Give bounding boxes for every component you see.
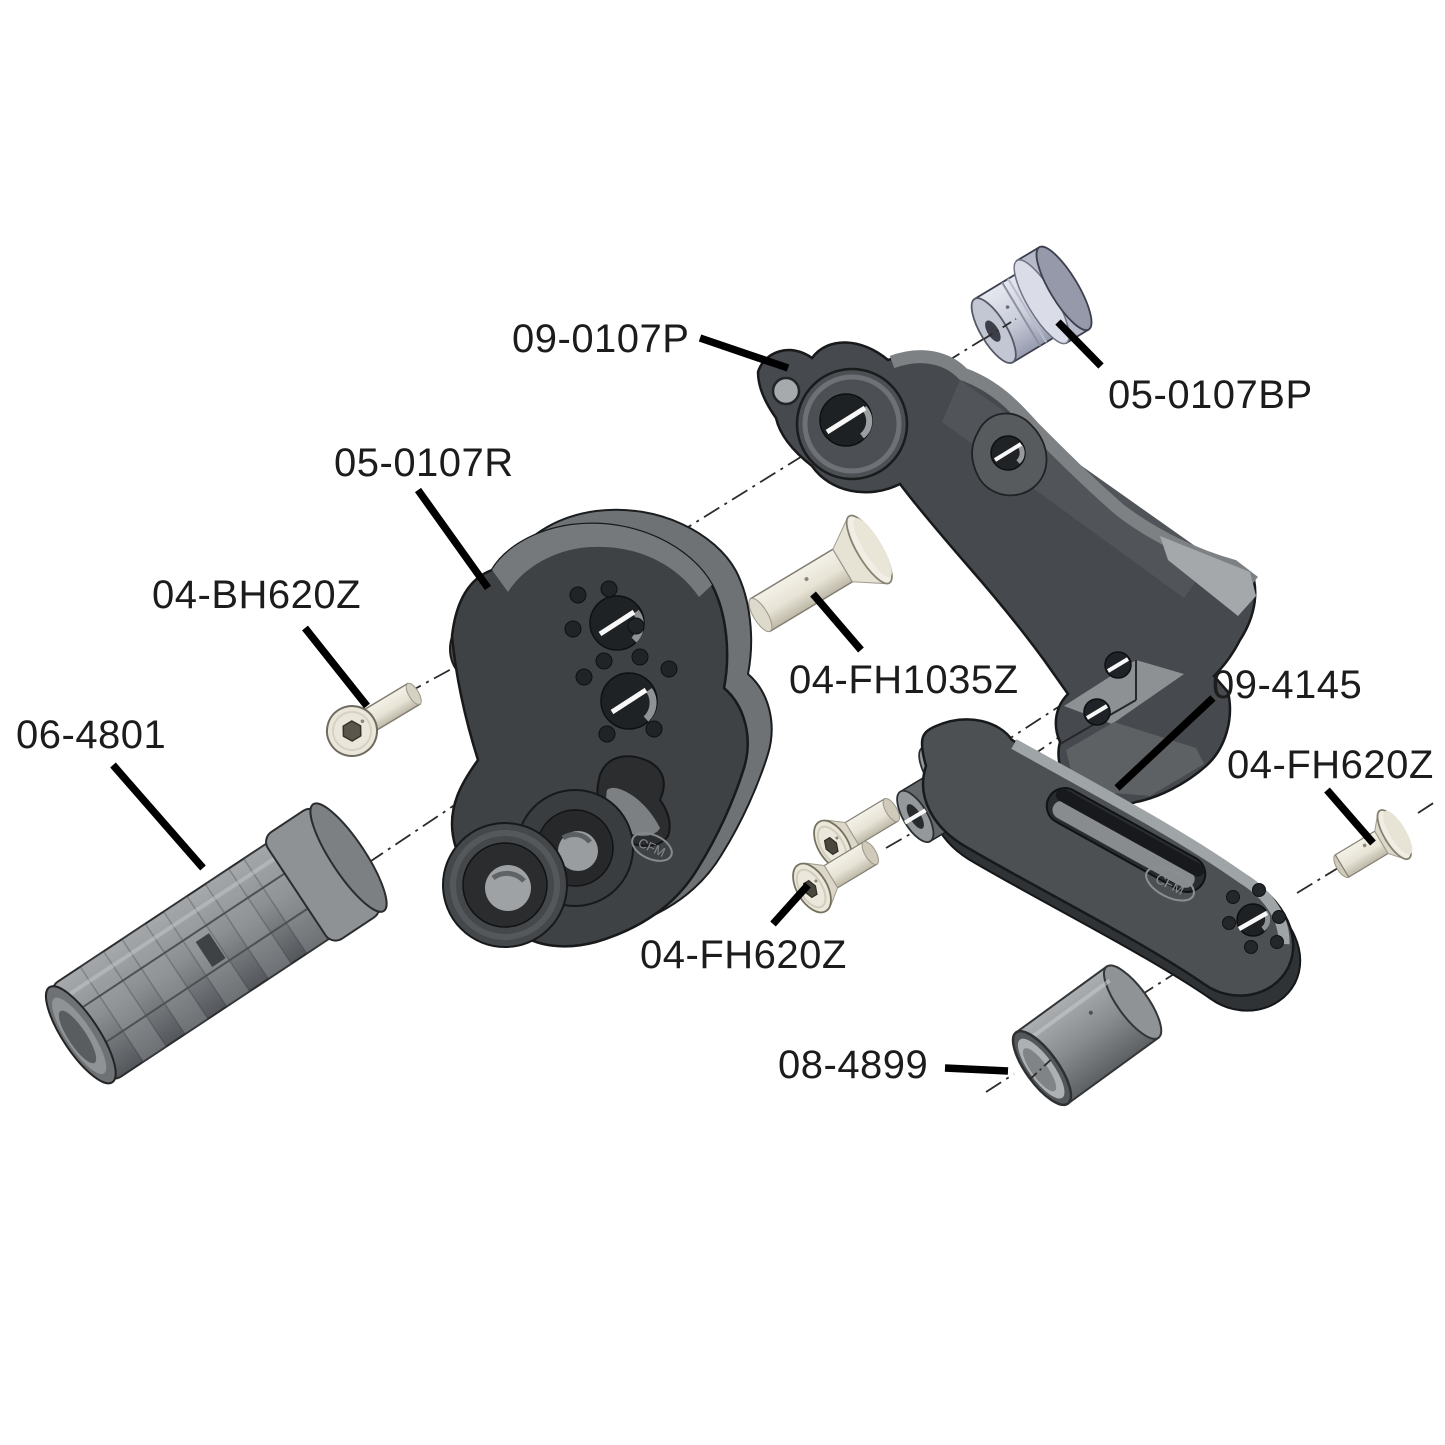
spacer-far-cap <box>1103 964 1163 1040</box>
cfm-logo-engraving-plate: CFM <box>631 832 673 862</box>
label-button-head-screw: 04-BH620Z <box>152 573 362 617</box>
leader-button-head-screw <box>302 625 370 709</box>
bh-screw-tip <box>405 682 422 706</box>
footpeg-open-end-depth <box>58 1010 97 1064</box>
button-head-screw <box>326 682 422 757</box>
axis-spacer-a <box>985 1073 1015 1093</box>
arm-ear-hole <box>771 376 801 406</box>
main-mount-plate: CFM <box>442 508 773 948</box>
axis-through-bushing-face <box>983 318 1017 340</box>
label-shift-link-arm: 09-4145 <box>1212 663 1363 707</box>
fh620-hex-socket-1 <box>823 836 839 856</box>
axis-link-lower-a <box>885 832 913 849</box>
plate-lower-bolt-pattern <box>575 660 678 743</box>
pivot-arm-bracket <box>756 341 1258 809</box>
label-footpeg-grip: 06-4801 <box>16 713 167 757</box>
arm-mid-boss <box>971 412 1048 497</box>
bushing-flange-cap <box>1035 245 1093 332</box>
label-pivot-bushing: 05-0107BP <box>1108 373 1313 417</box>
label-flat-head-screw-right: 04-FH620Z <box>1227 743 1434 787</box>
axis-spacer-c <box>1296 867 1339 894</box>
shift-link-arm: CFM <box>896 718 1302 1012</box>
bh-screw-hex-socket <box>342 720 362 742</box>
axis-spacer-d <box>1417 799 1439 814</box>
flat-head-screw-right <box>1333 809 1413 878</box>
footpeg-grip-ribs <box>68 836 346 1063</box>
label-leader-lines <box>110 319 1376 1075</box>
link-end-bolt-pattern <box>1222 883 1286 954</box>
fh1035-tip <box>748 597 773 633</box>
footpeg-grip <box>44 802 388 1085</box>
leader-spacer-tube <box>944 1064 1009 1075</box>
label-flat-head-screw-pair: 04-FH620Z <box>640 933 847 977</box>
cfm-logo-engraving-link: CFM <box>1145 866 1195 902</box>
link-slot-cutout <box>1045 787 1207 893</box>
label-flat-head-pivot-bolt: 04-FH1035Z <box>789 658 1019 702</box>
bushing-bore <box>985 320 1001 342</box>
leader-main-mount-plate <box>414 487 492 591</box>
leader-pivot-bushing <box>1055 319 1104 369</box>
label-pivot-arm-bracket: 09-0107P <box>512 317 690 361</box>
leader-footpeg-grip <box>110 762 206 871</box>
flat-head-pivot-bolt <box>748 514 893 633</box>
pivot-bushing <box>970 245 1093 364</box>
plate-footpeg-boss-front <box>442 822 568 948</box>
plate-top-chamfer <box>492 523 712 597</box>
leader-flat-head-screw-right <box>1324 787 1376 846</box>
footpeg-end-cap <box>309 802 388 913</box>
arm-bright-facet <box>1160 536 1256 616</box>
leader-pivot-arm-bracket <box>698 334 790 372</box>
axis-footpeg-segment <box>367 777 496 864</box>
axis-spacer-b <box>1137 941 1225 998</box>
leader-shift-link-arm <box>1114 695 1216 791</box>
arm-pivot-boss <box>795 367 909 481</box>
label-main-mount-plate: 05-0107R <box>334 441 514 485</box>
leader-flat-head-screw-pair <box>770 882 811 927</box>
label-spacer-tube: 08-4899 <box>778 1043 929 1087</box>
spacer-tube <box>1011 964 1163 1107</box>
plate-upper-bolt-pattern <box>564 580 649 670</box>
leader-flat-head-pivot-bolt <box>810 591 864 653</box>
